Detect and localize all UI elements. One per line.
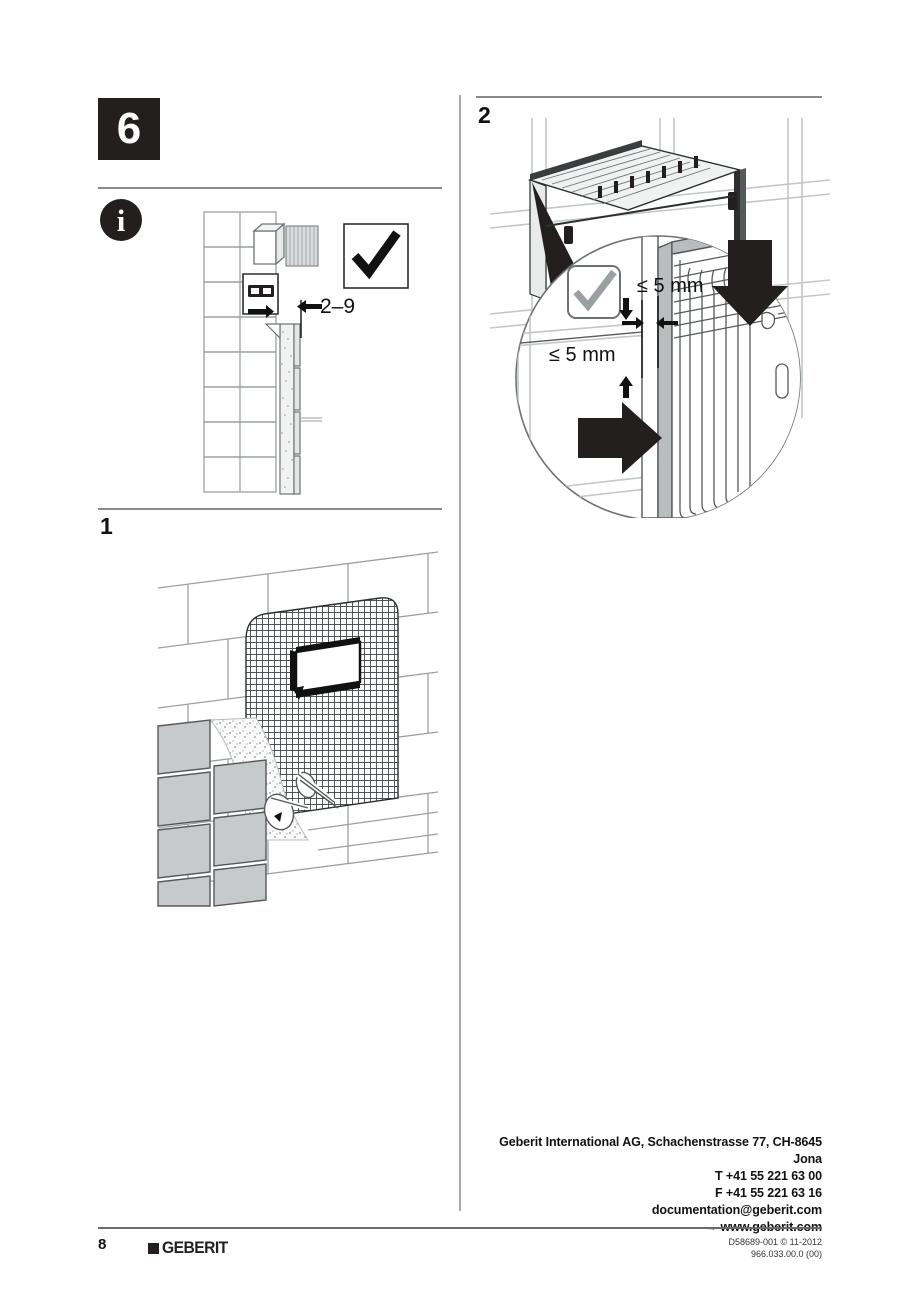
- step-label-2: 2: [478, 102, 491, 128]
- doc-id-line-2: 966.033.00.0 (00): [750, 1248, 822, 1259]
- step-two-illustration: [490, 118, 830, 518]
- footer-phone: T +41 55 221 63 00: [715, 1169, 822, 1183]
- tolerance-label-horizontal: ≤ 5 mm: [637, 275, 704, 297]
- doc-id-line-1: D58689-001 © 11-2012: [728, 1237, 822, 1247]
- step-label-1: 1: [100, 513, 113, 539]
- dimension-label-2-9: 2–9: [320, 295, 356, 318]
- geberit-logo: GEBERIT: [148, 1238, 233, 1258]
- info-illustration: [196, 206, 446, 506]
- footer-divider: [98, 1227, 822, 1229]
- section-divider-step-one: [98, 508, 442, 510]
- footer-company: Geberit International AG, Schachenstrass…: [499, 1135, 822, 1166]
- footer-fax: F +41 55 221 63 16: [715, 1186, 822, 1200]
- logo-square-icon: [148, 1242, 159, 1254]
- logo-wordmark: GEBERIT: [162, 1238, 228, 1257]
- footer-contact-block: Geberit International AG, Schachenstrass…: [470, 1134, 822, 1236]
- info-icon: i: [100, 199, 142, 241]
- step-one-illustration: [148, 540, 448, 910]
- chapter-number-badge: 6: [98, 98, 160, 160]
- document-identifier: D58689-001 © 11-2012 966.033.00.0 (00): [622, 1237, 822, 1260]
- column-divider: [459, 95, 461, 1211]
- section-divider-info: [98, 187, 442, 189]
- tolerance-label-vertical: ≤ 5 mm: [549, 344, 616, 366]
- section-divider-step-two: [476, 96, 822, 98]
- footer-email[interactable]: documentation@geberit.com: [651, 1203, 822, 1217]
- page-number: 8: [98, 1236, 107, 1253]
